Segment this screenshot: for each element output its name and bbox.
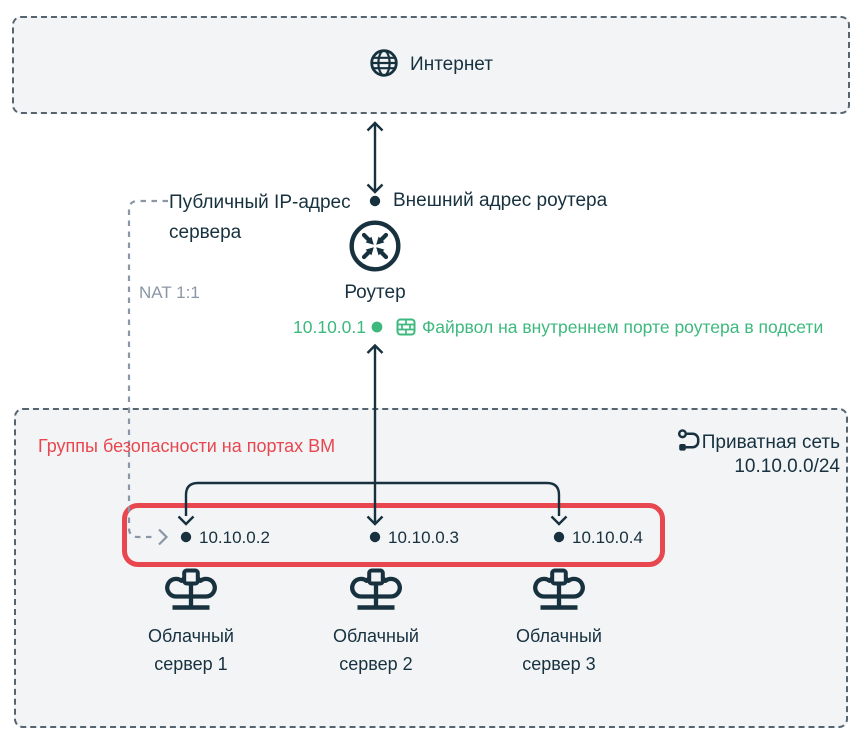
private-network-cidr: 10.10.0.0/24 — [734, 456, 840, 477]
cloud-server-icon-3 — [530, 557, 588, 620]
vm-ip-1: 10.10.0.2 — [199, 528, 270, 547]
internet-zone: Интернет — [12, 16, 850, 114]
subnet-route-icon — [676, 428, 702, 458]
brick-wall-icon — [396, 317, 416, 342]
nat-label: NAT 1:1 — [139, 283, 200, 302]
private-network-label: Приватная сеть — [701, 432, 840, 453]
server-name-3: Облачный сервер 3 — [516, 626, 602, 674]
internet-router-arrow — [366, 121, 384, 194]
external-address-label: Внешний адрес роутера — [393, 190, 608, 211]
vm-ip-3: 10.10.0.4 — [572, 528, 643, 547]
cloud-server-icon-2 — [347, 557, 405, 620]
server-name-1: Облачный сервер 1 — [148, 626, 234, 674]
internet-label: Интернет — [410, 54, 493, 75]
firewall-ip-label: 10.10.0.1 — [293, 317, 366, 337]
router-icon — [347, 218, 403, 279]
globe-icon — [369, 48, 399, 83]
vm-ip-2: 10.10.0.3 — [388, 528, 459, 547]
server-name-2: Облачный сервер 2 — [333, 626, 419, 674]
router-name-label: Роутер — [344, 282, 406, 303]
security-groups-label: Группы безопасности на портах ВМ — [38, 436, 336, 456]
firewall-dot — [371, 321, 383, 333]
cloud-server-icon-1 — [162, 557, 220, 620]
public-ip-label: Публичный IP-адрес сервера — [169, 192, 351, 243]
firewall-label: Файрвол на внутреннем порте роутера в по… — [422, 317, 824, 337]
